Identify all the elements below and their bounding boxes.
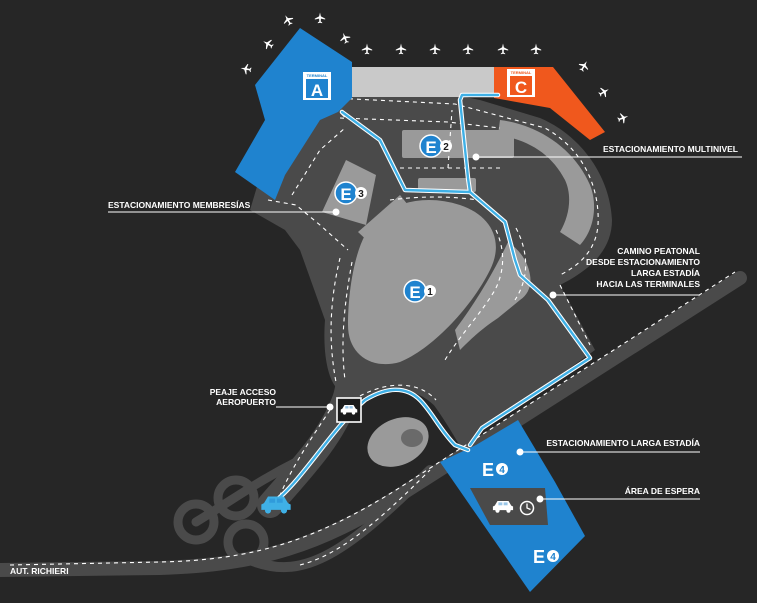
waiting-area-icons [492, 500, 535, 516]
label-peaje-line-2: AEROPUERTO [216, 397, 276, 407]
pin-e4-south-letter: E [533, 547, 545, 567]
pedestrian-walkway [267, 92, 593, 508]
pin-e2-letter: E [425, 138, 436, 157]
label-camino-line-3: LARGA ESTADÍA [631, 268, 700, 278]
pin-e2[interactable]: E 2 [419, 134, 452, 158]
pin-e4-south[interactable]: E 4 [533, 547, 559, 567]
pin-e4-north[interactable]: E 4 [482, 460, 508, 480]
label-camino-line-1: CAMINO PEATONAL [617, 246, 700, 256]
label-area-espera: ÁREA DE ESPERA [625, 486, 700, 496]
toll-car-icon[interactable] [336, 397, 362, 423]
lot-east [455, 242, 531, 350]
label-larga-estadia: ESTACIONAMIENTO LARGA ESTADÍA [546, 438, 700, 448]
pin-e4-south-number: 4 [550, 552, 556, 563]
label-camino-peatonal: CAMINO PEATONAL DESDE ESTACIONAMIENTO LA… [586, 246, 700, 289]
lot-center-strip [418, 178, 476, 192]
island-inner [401, 429, 423, 447]
label-camino-line-4: HACIA LAS TERMINALES [596, 279, 700, 289]
lot-north-east [498, 120, 595, 245]
pin-e3-number: 3 [358, 189, 364, 200]
lot-strip [358, 195, 412, 245]
terminal-c-letter: C [515, 78, 527, 97]
label-membresias: ESTACIONAMIENTO MEMBRESÍAS [108, 200, 251, 210]
terminal-b-connector [352, 67, 494, 97]
label-multinivel: ESTACIONAMIENTO MULTINIVEL [603, 144, 738, 154]
pin-e4-north-letter: E [482, 460, 494, 480]
label-camino-line-2: DESDE ESTACIONAMIENTO [586, 257, 700, 267]
pin-e2-number: 2 [443, 142, 449, 153]
terminal-a-caption: TERMINAL [307, 73, 328, 78]
pin-e4-north-number: 4 [499, 465, 505, 476]
clock-icon [519, 500, 535, 516]
pin-e3-letter: E [340, 185, 351, 204]
label-peaje-line-1: PEAJE ACCESO [210, 387, 277, 397]
pin-e1[interactable]: E 1 [403, 279, 436, 303]
terminal-a-building [235, 28, 352, 200]
terminal-a-badge-inner [306, 79, 328, 98]
callout-leaders [108, 153, 742, 503]
label-highway: AUT. RICHIERI [10, 566, 69, 576]
pin-e3[interactable]: E 3 [334, 181, 367, 205]
terminal-c-caption: TERMINAL [511, 70, 532, 75]
terminal-a-letter: A [311, 81, 323, 100]
label-peaje: PEAJE ACCESO AEROPUERTO [210, 387, 277, 407]
pin-e1-number: 1 [427, 287, 433, 298]
pin-e1-letter: E [409, 283, 420, 302]
lot-e2 [402, 130, 514, 158]
terminal-c-badge-inner [510, 76, 532, 95]
